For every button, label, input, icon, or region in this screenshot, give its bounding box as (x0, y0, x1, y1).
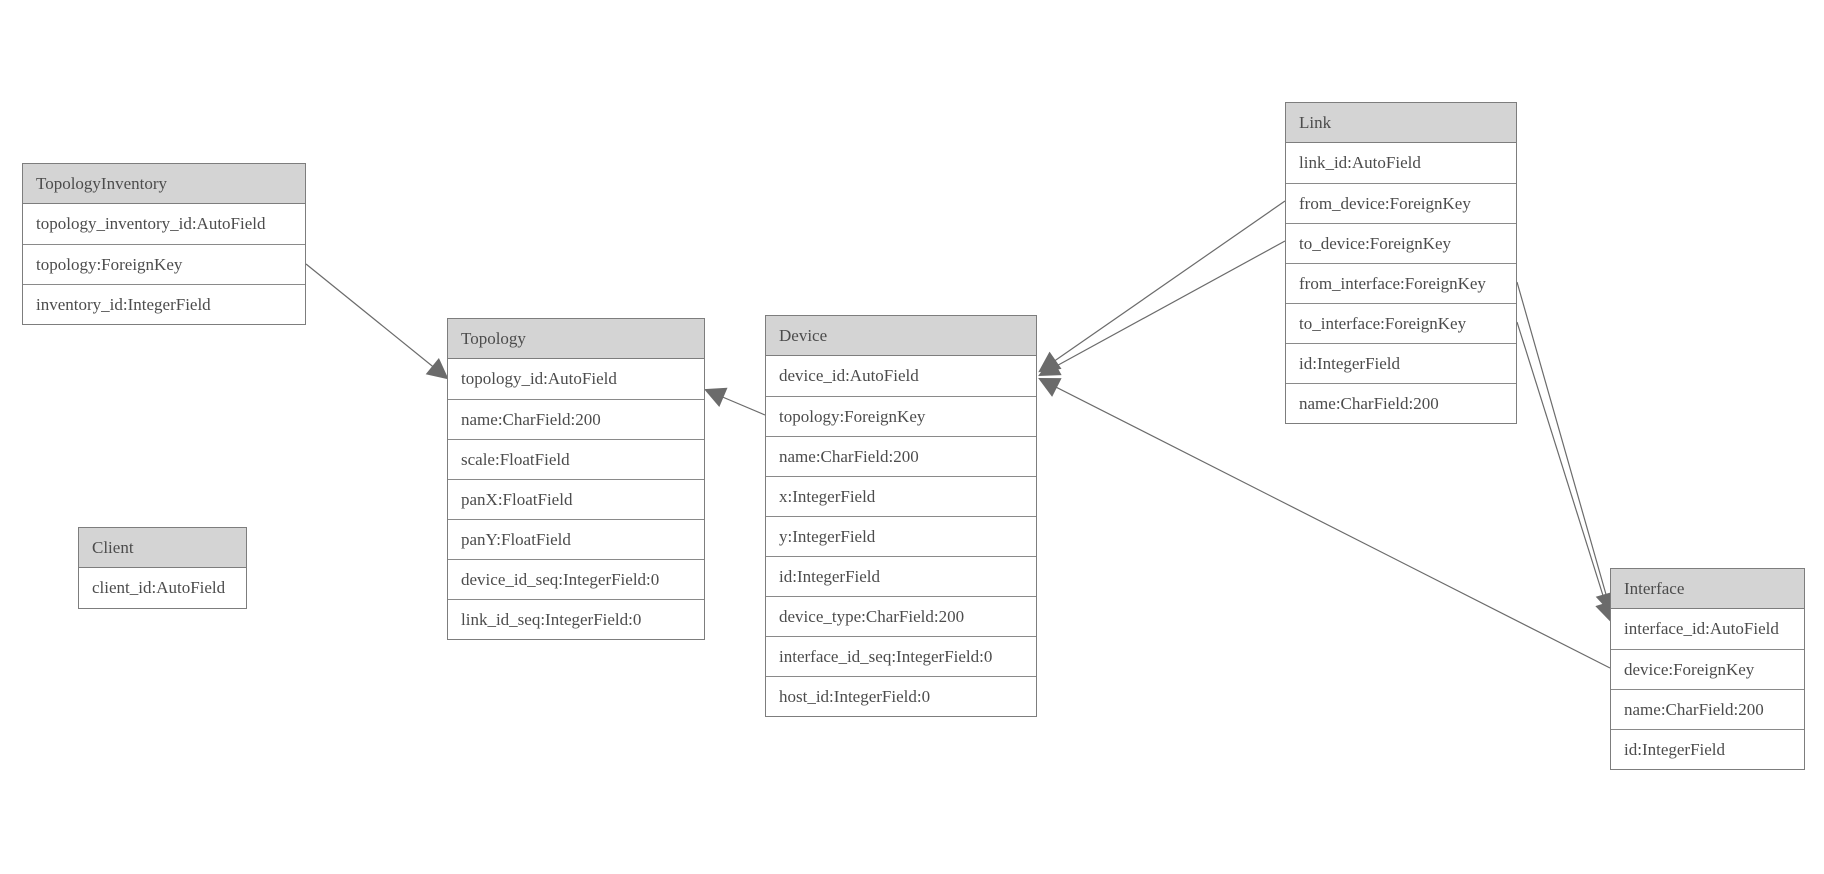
entity-field-row: topology:ForeignKey (23, 244, 305, 284)
entity-title: TopologyInventory (23, 164, 305, 204)
entity-field-row: to_device:ForeignKey (1286, 223, 1516, 263)
entity-field-row: device_type:CharField:200 (766, 596, 1036, 636)
entity-title: Client (79, 528, 246, 568)
entity-field-row: inventory_id:IntegerField (23, 284, 305, 324)
entity-field-row: link_id:AutoField (1286, 143, 1516, 183)
entity-field-row: interface_id:AutoField (1611, 609, 1804, 649)
entity-field-row: id:IntegerField (1611, 729, 1804, 769)
entity-field-row: host_id:IntegerField:0 (766, 676, 1036, 716)
relationship-edge-link-to-interface (1516, 321, 1616, 624)
entity-field-row: name:CharField:200 (766, 436, 1036, 476)
entity-title: Link (1286, 103, 1516, 143)
entity-field-row: topology:ForeignKey (766, 396, 1036, 436)
entity-field-row: panY:FloatField (448, 519, 704, 559)
entity-field-row: scale:FloatField (448, 439, 704, 479)
entity-field-row: topology_inventory_id:AutoField (23, 204, 305, 244)
relationship-edge-link-from-interface (1516, 281, 1616, 615)
entity-field-row: to_interface:ForeignKey (1286, 303, 1516, 343)
entity-field-row: topology_id:AutoField (448, 359, 704, 399)
entity-field-row: device_id:AutoField (766, 356, 1036, 396)
entity-field-row: from_device:ForeignKey (1286, 183, 1516, 223)
relationship-edge-link-from-device (1038, 200, 1286, 373)
relationship-edge-topologyinventory-topology (305, 263, 449, 380)
entity-field-row: name:CharField:200 (1286, 383, 1516, 423)
entity-field-row: id:IntegerField (766, 556, 1036, 596)
entity-field-row: from_interface:ForeignKey (1286, 263, 1516, 303)
entity-field-row: client_id:AutoField (79, 568, 246, 608)
entity-field-row: x:IntegerField (766, 476, 1036, 516)
entity-field-row: interface_id_seq:IntegerField:0 (766, 636, 1036, 676)
entity-title: Interface (1611, 569, 1804, 609)
entity-field-row: id:IntegerField (1286, 343, 1516, 383)
relationship-edge-device-topology (704, 387, 766, 416)
entity-title: Device (766, 316, 1036, 356)
entity-field-row: name:CharField:200 (448, 399, 704, 439)
entity-field-row: panX:FloatField (448, 479, 704, 519)
entity-field-row: device:ForeignKey (1611, 649, 1804, 689)
entity-field-row: name:CharField:200 (1611, 689, 1804, 729)
entity-field-row: link_id_seq:IntegerField:0 (448, 599, 704, 639)
entity-field-row: device_id_seq:IntegerField:0 (448, 559, 704, 599)
relationship-edge-interface-device (1038, 378, 1611, 669)
entity-title: Topology (448, 319, 704, 359)
relationship-edge-link-to-device (1038, 240, 1286, 377)
entity-field-row: y:IntegerField (766, 516, 1036, 556)
